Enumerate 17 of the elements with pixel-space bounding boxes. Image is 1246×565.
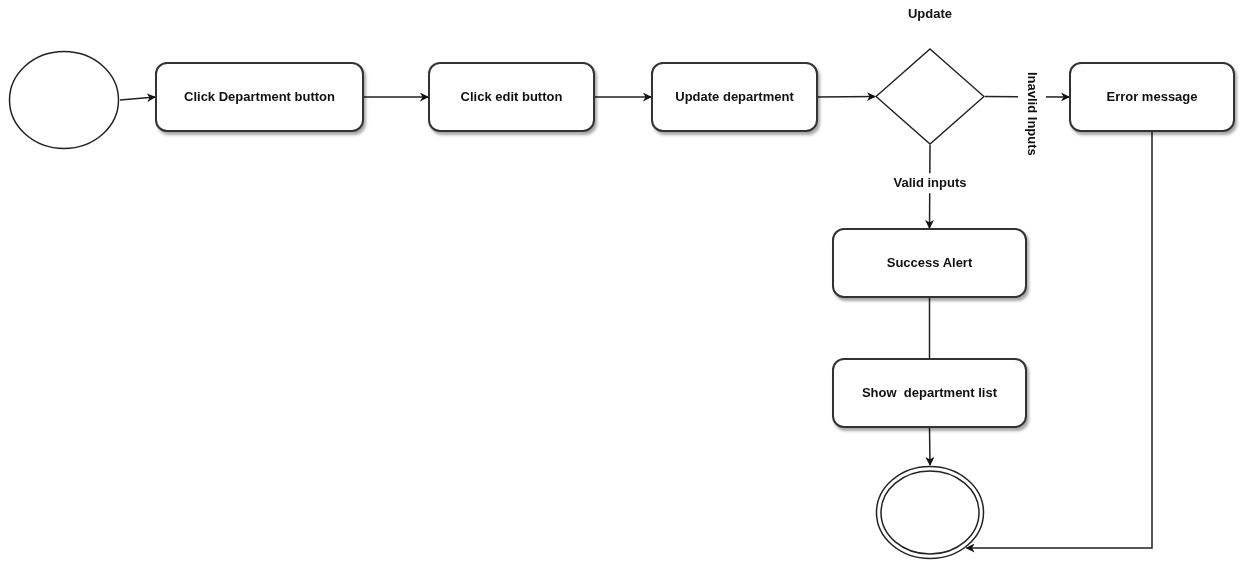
decision-diamond [875,48,985,145]
arrow [925,427,935,466]
process-box: Success Alert [832,228,1027,298]
decision-label: Update [907,5,953,23]
end-circle [875,465,985,560]
process-box: Update department [651,62,818,132]
process-box: Click Department button [155,62,364,132]
arrow [817,92,876,102]
arrow [119,93,156,103]
arrow [594,92,652,102]
process-box: Click edit button [428,62,595,132]
edge-label: Inavlid Inputs [1018,72,1046,156]
process-box: Error message [1069,62,1235,132]
arrow [965,131,1153,553]
arrow [363,92,429,102]
start-circle [8,50,120,150]
process-box: Show department list [832,358,1027,428]
